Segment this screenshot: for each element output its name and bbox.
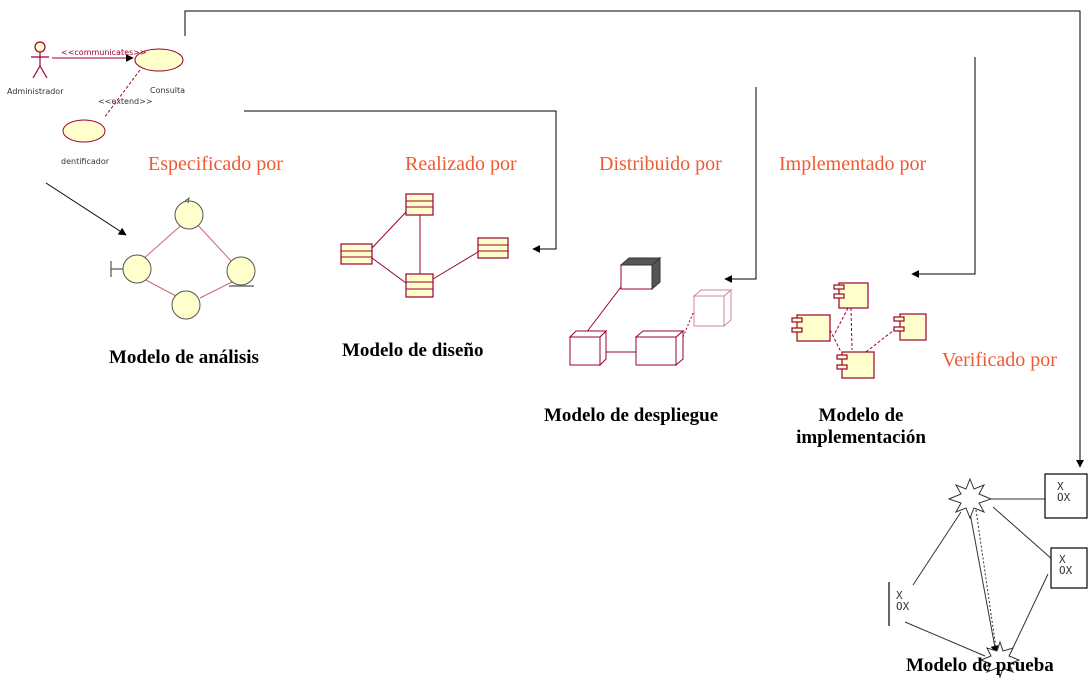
arrow-to-test (184, 10, 1084, 468)
entity-icon-2 (171, 290, 201, 320)
boundary-icon (122, 254, 152, 284)
implementation-model-diagram (791, 282, 927, 379)
actor-icon (31, 41, 49, 79)
label-realizado-por: Realizado por (405, 153, 517, 175)
label-distribuido-por: Distribuido por (599, 153, 722, 175)
control-icon (174, 200, 204, 230)
title-modelo-implementacion: Modelo de implementación (796, 405, 926, 449)
use-case-identificador (62, 119, 106, 143)
test-box-1-text: X OX (1057, 480, 1071, 504)
arrow-to-implementation (911, 57, 976, 278)
arrow-to-analysis (45, 182, 127, 236)
arrow-to-deployment (724, 87, 757, 283)
arrow-to-design (244, 110, 557, 253)
test-box-3-text: X OX (896, 589, 910, 613)
label-implementado-por: Implementado por (779, 153, 927, 175)
design-model-diagram (340, 193, 509, 298)
extend-dependency (103, 69, 141, 119)
label-verificado-por: Verificado por (942, 349, 1057, 371)
title-modelo-implementacion-line1: Modelo de (818, 405, 904, 426)
analysis-model-diagram (110, 196, 256, 320)
title-modelo-diseno: Modelo de diseño (342, 340, 484, 361)
entity-icon (226, 256, 256, 286)
use-case-consulta-label: Consulta (150, 86, 186, 95)
title-modelo-despliegue: Modelo de despliegue (544, 405, 719, 426)
deployment-model-diagram (568, 256, 733, 367)
use-case-consulta (134, 48, 184, 72)
use-case-diagram (31, 41, 184, 143)
test-case-icon-top (947, 477, 993, 520)
communicates-label: <<communicates>> (61, 48, 147, 57)
extend-label: <<extend>> (98, 97, 153, 106)
test-model-diagram (888, 473, 1088, 679)
test-box-2-text: X OX (1059, 553, 1073, 577)
use-case-identificador-label: dentificador (61, 157, 110, 166)
actor-label: Administrador (7, 87, 64, 96)
title-modelo-implementacion-line2: implementación (796, 427, 926, 448)
label-especificado-por: Especificado por (148, 153, 283, 175)
title-modelo-analisis: Modelo de análisis (109, 347, 259, 368)
title-modelo-prueba: Modelo de prueba (906, 655, 1054, 676)
test-case-icon-bottom (979, 640, 1021, 679)
